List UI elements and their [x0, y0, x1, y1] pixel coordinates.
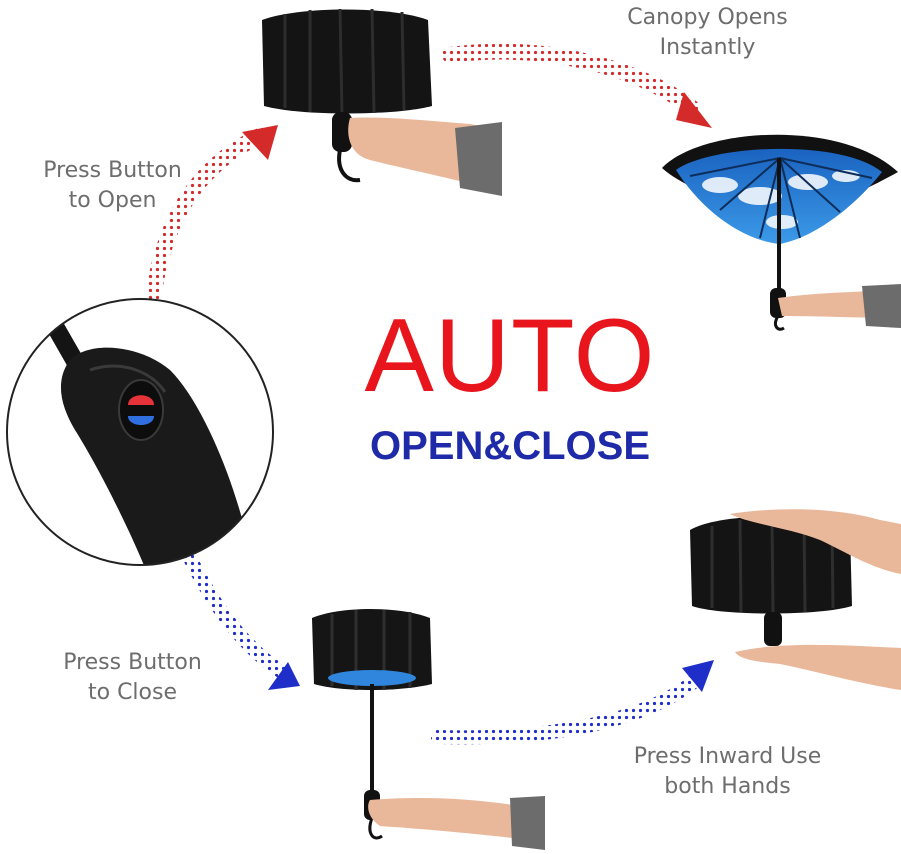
press-close-caption: Press Button to Close — [35, 648, 230, 708]
press-open-caption: Press Button to Open — [20, 156, 205, 216]
inward-arrow-icon — [682, 660, 714, 692]
press-open-line-2: to Open — [68, 188, 157, 213]
arrowheads — [242, 92, 714, 692]
instant-arrow-icon — [676, 92, 712, 128]
press-open-line-1: Press Button — [43, 158, 182, 183]
press-inward-umbrella-icon — [690, 509, 901, 690]
open-close-subline: OPEN&CLOSE — [369, 424, 651, 468]
closing-umbrella-icon — [312, 609, 545, 850]
press-inward-caption: Press Inward Use both Hands — [600, 742, 855, 802]
close-flow-path — [178, 541, 289, 679]
folded-umbrella-top-icon — [262, 8, 502, 196]
open-arrow-icon — [242, 125, 278, 160]
inward-flow-path — [431, 673, 703, 745]
press-close-line-2: to Close — [87, 680, 177, 705]
auto-headline: AUTO — [364, 298, 656, 414]
handle-button-closeup-icon — [6, 298, 274, 566]
canopy-opens-caption: Canopy Opens Instantly — [600, 3, 815, 63]
press-inward-line-1: Press Inward Use — [633, 744, 822, 769]
open-button-icon — [128, 395, 154, 405]
canopy-opens-line-2: Instantly — [659, 35, 756, 60]
close-arrow-icon — [268, 662, 300, 690]
canopy-opens-line-1: Canopy Opens — [627, 5, 788, 30]
close-button-icon — [128, 416, 154, 425]
press-inward-line-2: both Hands — [664, 774, 791, 799]
instant-flow-path — [442, 43, 700, 116]
open-umbrella-icon — [662, 134, 901, 331]
press-close-line-1: Press Button — [63, 650, 202, 675]
